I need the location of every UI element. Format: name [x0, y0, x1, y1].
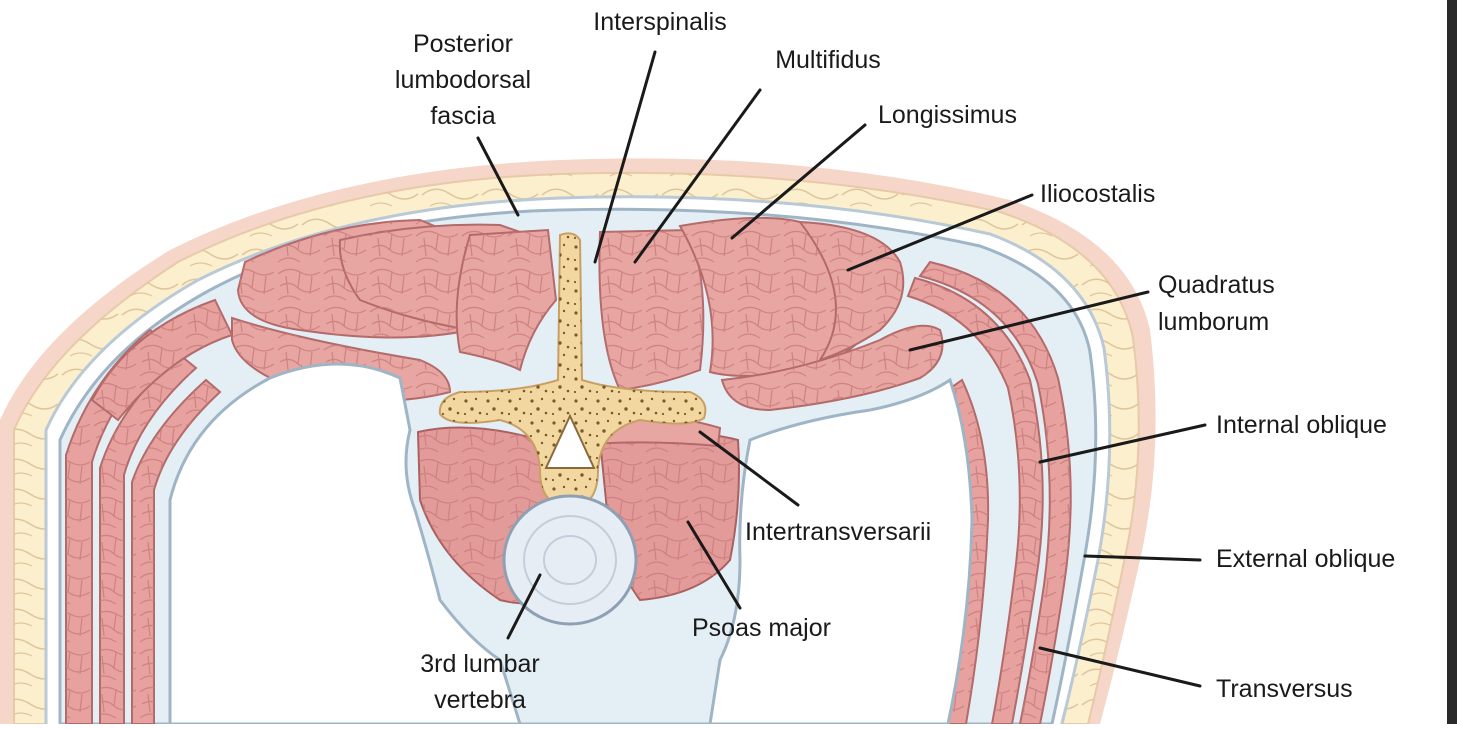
label-psoas-major: Psoas major [692, 614, 831, 642]
label-posterior-line1: Posterior [413, 30, 513, 58]
label-longissimus: Longissimus [878, 101, 1017, 129]
label-quadratus-line1: Quadratus [1158, 271, 1275, 299]
label-multifidus: Multifidus [775, 46, 881, 74]
label-vertebra-line1: 3rd lumbar [420, 650, 540, 678]
label-internal-oblique: Internal oblique [1216, 411, 1387, 439]
label-posterior-line2: lumbodorsal [395, 66, 531, 94]
edge-strip [1447, 0, 1457, 724]
label-intertransversarii: Intertransversarii [745, 518, 931, 546]
label-vertebra-line2: vertebra [434, 686, 526, 714]
label-transversus: Transversus [1216, 675, 1353, 703]
label-external-oblique: External oblique [1216, 545, 1395, 573]
label-posterior-line3: fascia [430, 102, 495, 130]
label-interspinalis: Interspinalis [593, 8, 726, 36]
label-iliocostalis: Iliocostalis [1040, 180, 1155, 208]
label-quadratus-line2: lumborum [1158, 308, 1269, 336]
